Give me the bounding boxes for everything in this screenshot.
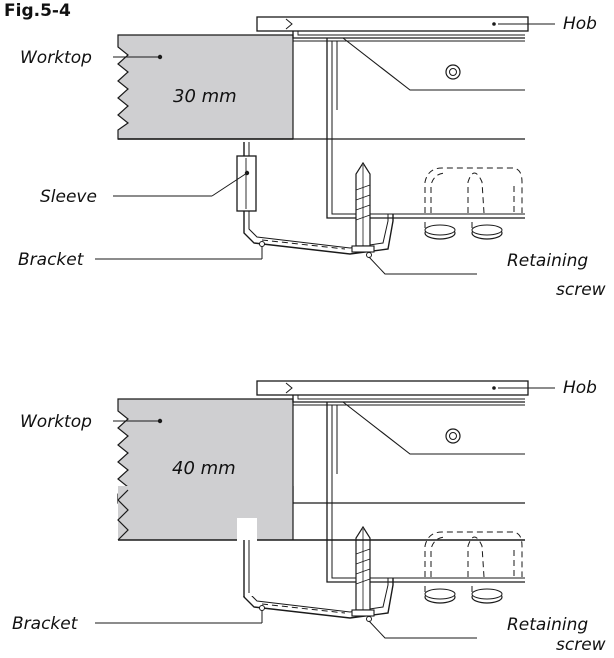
worktop-extension xyxy=(117,486,525,597)
hob-label: Hob xyxy=(563,378,597,398)
worktop-label: Worktop xyxy=(20,412,92,432)
bracket-label: Bracket xyxy=(18,250,85,270)
figure-label: Fig.5-4 xyxy=(4,1,71,21)
sleeve-label: Sleeve xyxy=(40,187,97,207)
diagram-30mm: 30 mm Hob Worktop Sleeve Bracket Retaini… xyxy=(18,14,606,300)
retaining-screw-label-line2: screw xyxy=(556,280,606,300)
thickness-label: 40 mm xyxy=(172,458,236,479)
worktop-label: Worktop xyxy=(20,48,92,68)
assembly-drawing xyxy=(94,16,556,275)
retaining-screw-label-line1: Retaining xyxy=(507,251,588,271)
bracket-label: Bracket xyxy=(12,614,79,634)
retaining-screw-label-line2: screw xyxy=(556,635,606,653)
sleeve xyxy=(113,155,257,212)
retaining-screw-label-line1: Retaining xyxy=(507,615,588,635)
diagram-40mm: 40 mm Hob Worktop Bracket Retaining scre… xyxy=(12,378,606,655)
thickness-label: 30 mm xyxy=(173,86,237,107)
hob-label: Hob xyxy=(563,14,597,34)
